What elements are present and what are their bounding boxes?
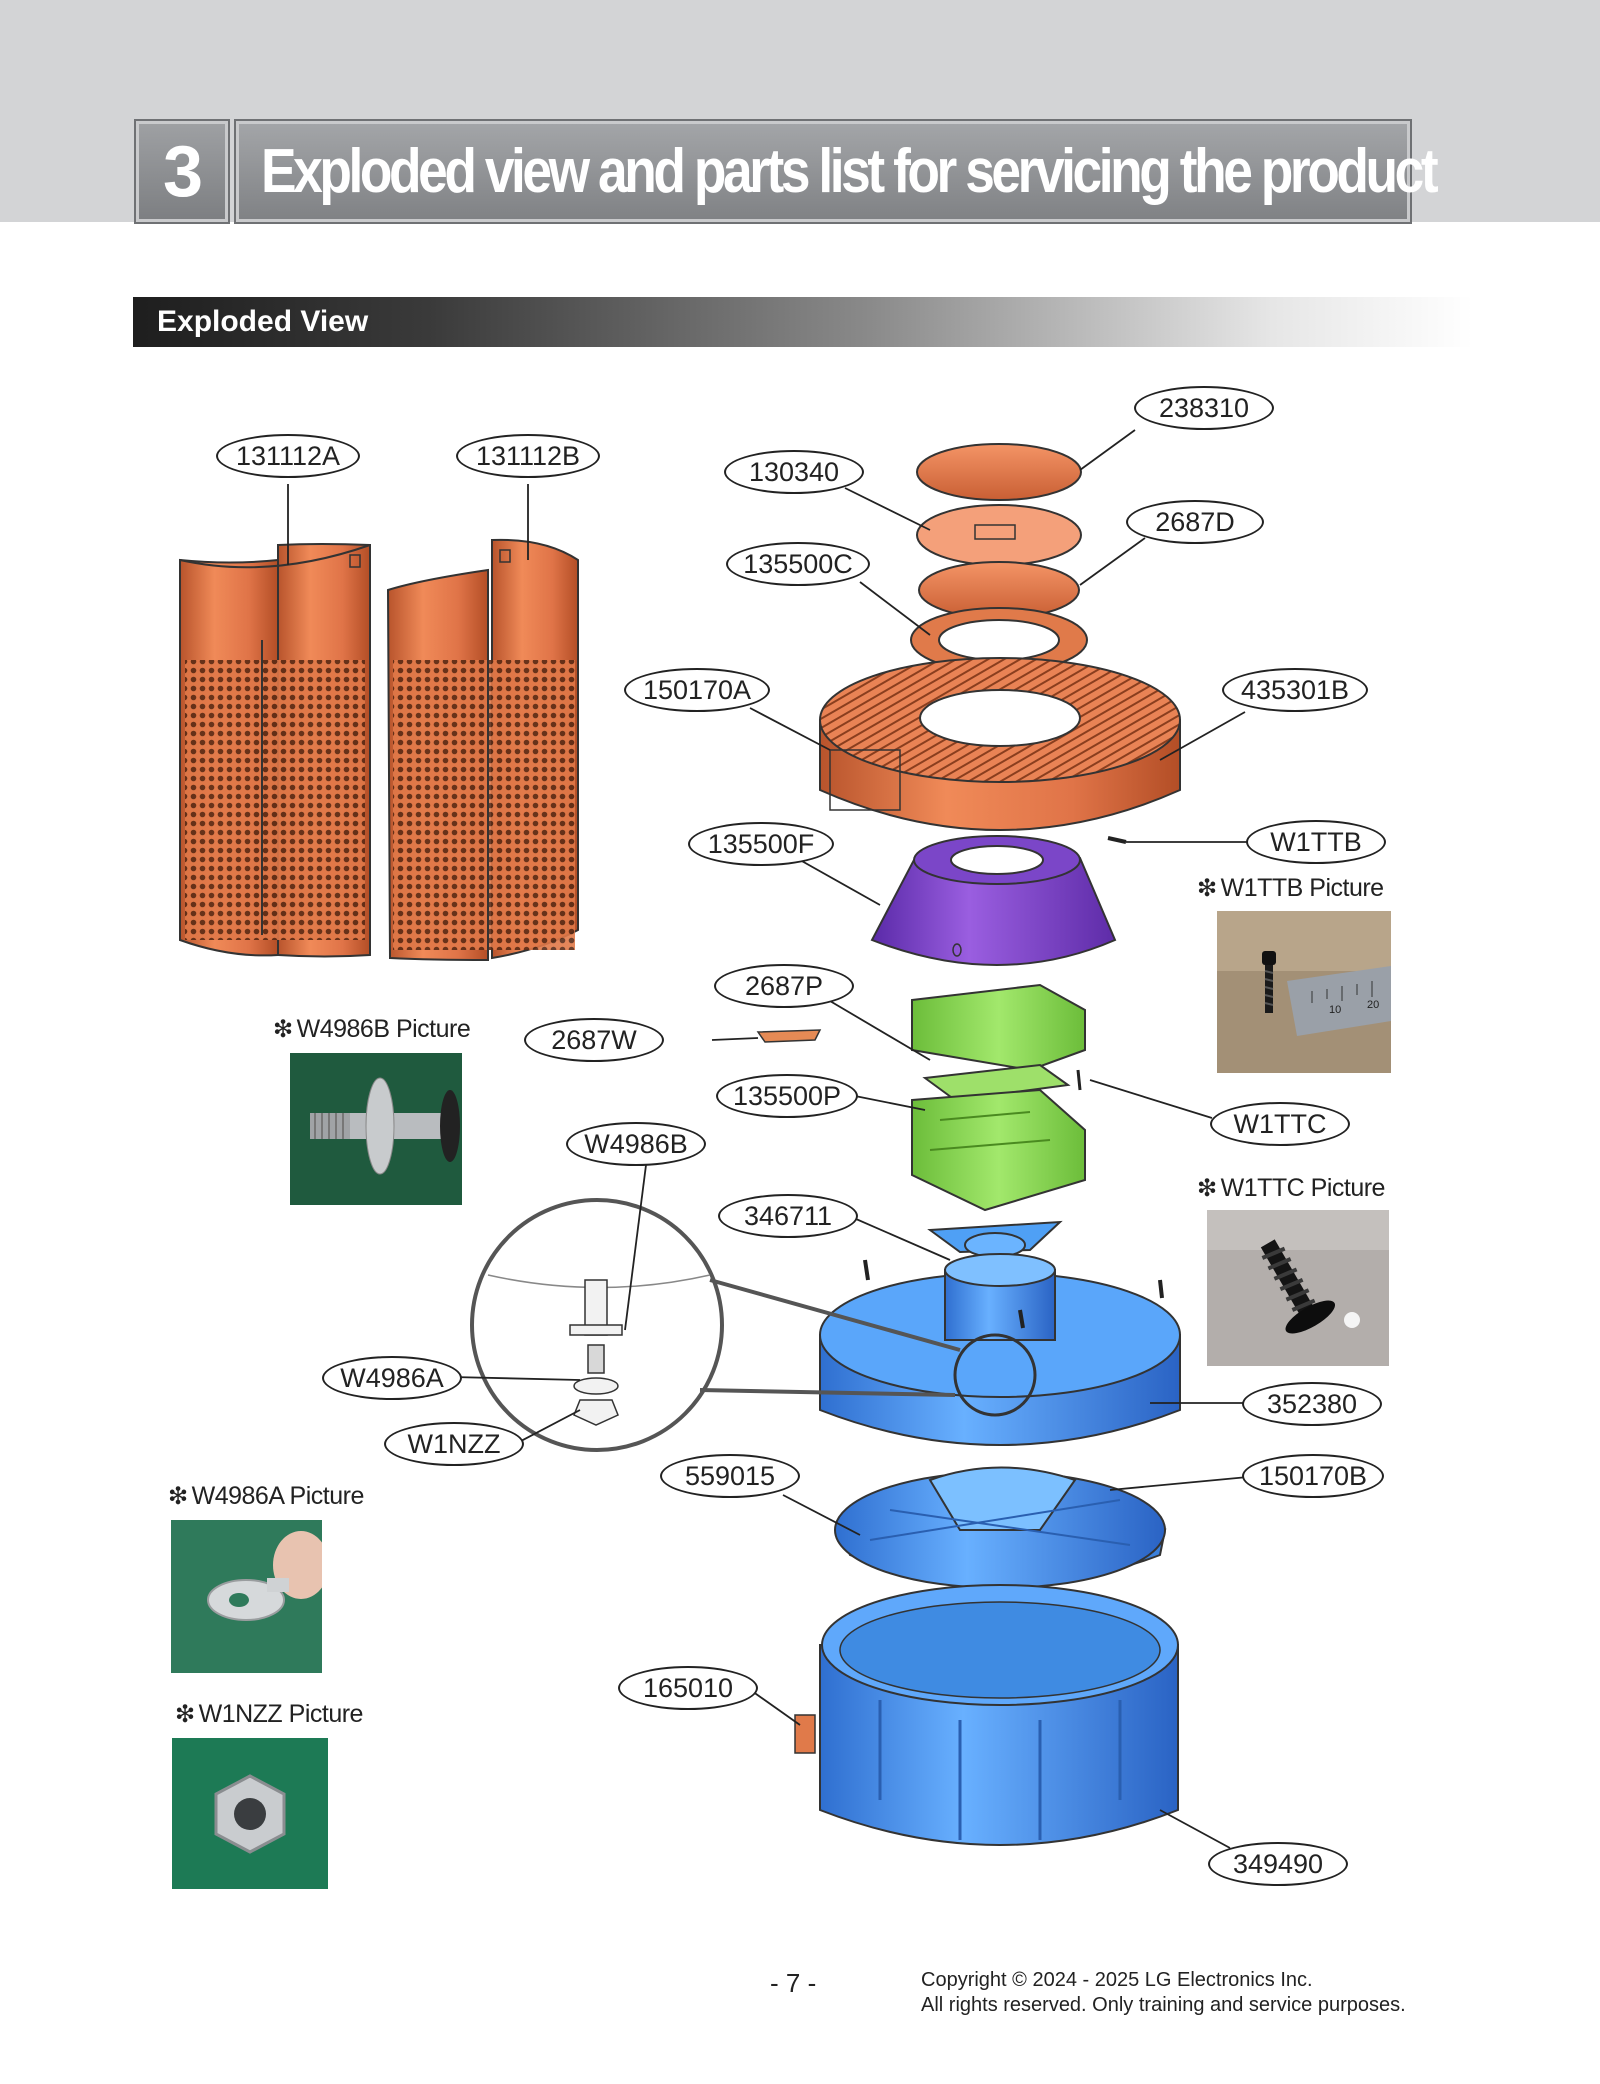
callout-349490: 349490 [1208, 1842, 1348, 1886]
ruler-mark-10: 10 [1329, 1004, 1341, 1016]
callout-130340: 130340 [724, 450, 864, 494]
chapter-number: 3 [162, 131, 203, 212]
callout-346711: 346711 [718, 1194, 858, 1238]
callout-W1TTB: W1TTB [1246, 820, 1386, 864]
w4986a-picture-label: ❇W4986A Picture [168, 1482, 364, 1510]
asterisk-icon: ❇ [1197, 875, 1217, 902]
callout-135500C: 135500C [726, 542, 870, 586]
w4986b-picture-label: ❇W4986B Picture [273, 1015, 471, 1043]
top-ring-housing [819, 657, 1181, 831]
callout-W4986A: W4986A [322, 1356, 462, 1400]
w4986b-photo [290, 1053, 462, 1205]
callout-W4986B: W4986B [566, 1122, 706, 1166]
page-number: - 7 - [770, 1968, 817, 1998]
copyright-line-1: Copyright © 2024 - 2025 LG Electronics I… [921, 1969, 1313, 1991]
leader-lines [287, 429, 1249, 1849]
disc-130340 [916, 504, 1082, 566]
w1ttc-photo [1207, 1210, 1389, 1366]
w1ttb-picture-label: ❇W1TTB Picture [1197, 874, 1384, 902]
copyright-line-2: All rights reserved. Only training and s… [921, 1994, 1406, 2016]
green-pcb-assembly [911, 983, 1086, 1212]
asterisk-icon: ❇ [168, 1483, 188, 1510]
chapter-title-box: Exploded view and parts list for servici… [236, 121, 1439, 222]
callout-W1NZZ: W1NZZ [384, 1422, 524, 1466]
section-title: Exploded View [157, 305, 369, 338]
chapter-number-box: 3 [136, 121, 228, 222]
callout-238310: 238310 [1134, 386, 1274, 430]
callout-131112A: 131112A [216, 434, 360, 478]
w4986a-photo [171, 1520, 322, 1673]
detail-zoom-circle [470, 1198, 961, 1452]
disc-238310 [916, 443, 1082, 501]
callout-559015: 559015 [660, 1454, 800, 1498]
exploded-view-diagram: 131112A 131112B 238310 130340 2687D 1355… [0, 360, 1600, 1920]
fan-impeller [834, 1466, 1167, 1589]
copyright-notice: Copyright © 2024 - 2025 LG Electronics I… [921, 1968, 1406, 2018]
chapter-title: Exploded view and parts list for servici… [261, 137, 1439, 206]
motor-housing [819, 1253, 1181, 1446]
callout-165010: 165010 [618, 1666, 758, 1710]
w1ttc-picture-label: ❇W1TTC Picture [1197, 1174, 1385, 1202]
callout-2687P: 2687P [714, 964, 854, 1008]
ruler-mark-20: 20 [1367, 999, 1379, 1011]
callout-150170B: 150170B [1242, 1454, 1384, 1498]
cover-half-a [179, 543, 371, 958]
callout-352380: 352380 [1242, 1382, 1382, 1426]
w1nzz-photo [172, 1738, 328, 1889]
base-housing [794, 1584, 1179, 1846]
asterisk-icon: ❇ [1197, 1175, 1217, 1202]
callout-135500P: 135500P [716, 1074, 858, 1118]
asterisk-icon: ❇ [273, 1016, 293, 1043]
w1ttb-photo: 10 20 [1217, 911, 1391, 1073]
callout-W1TTC: W1TTC [1210, 1102, 1350, 1146]
purple-cone [870, 835, 1117, 966]
callout-2687D: 2687D [1126, 500, 1264, 544]
callout-150170A: 150170A [624, 668, 770, 712]
callout-131112B: 131112B [456, 434, 600, 478]
asterisk-icon: ❇ [175, 1701, 195, 1728]
section-header: Exploded View [133, 297, 1473, 347]
callout-2687W: 2687W [524, 1018, 664, 1062]
exploded-view-drawing [179, 429, 1249, 1849]
callout-435301B: 435301B [1222, 668, 1368, 712]
callout-135500F: 135500F [688, 822, 834, 866]
w1nzz-picture-label: ❇W1NZZ Picture [175, 1700, 363, 1728]
cover-half-b [386, 538, 579, 962]
